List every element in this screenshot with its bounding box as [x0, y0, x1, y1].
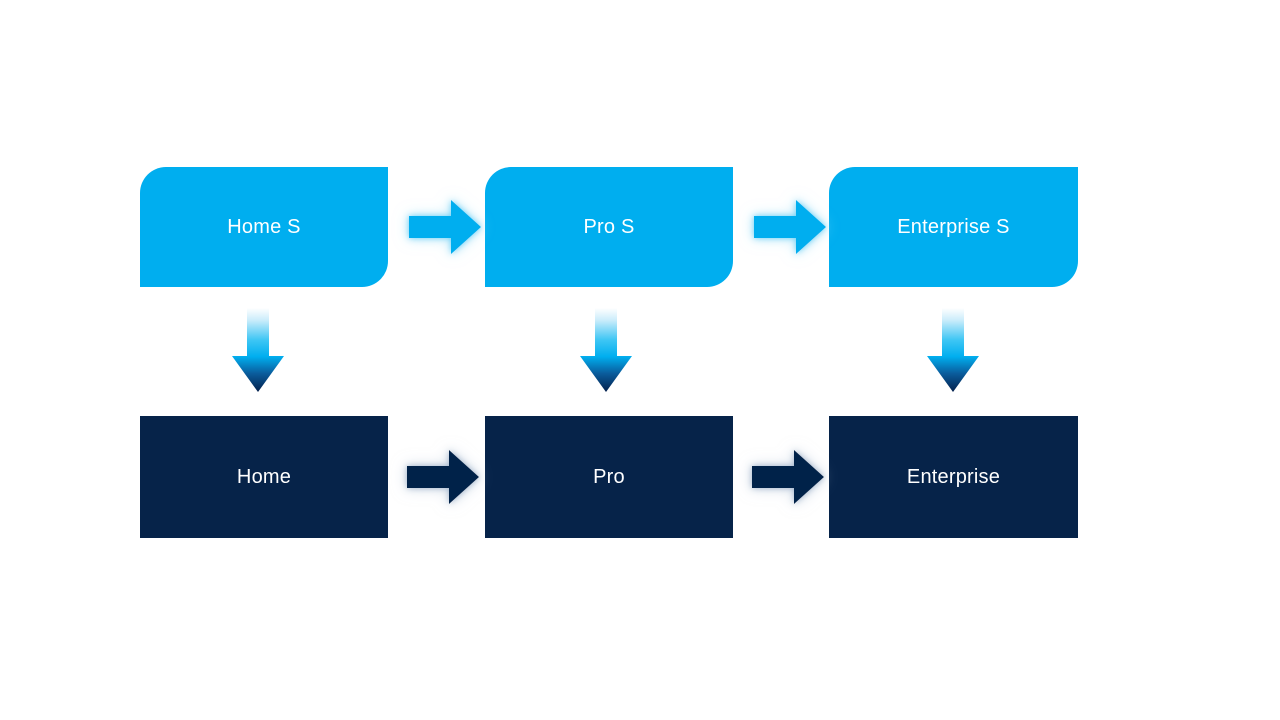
node-enterprise[interactable]: Enterprise — [829, 416, 1078, 538]
node-pro-s[interactable]: Pro S — [485, 167, 733, 287]
node-home[interactable]: Home — [140, 416, 388, 538]
arrow-right-pro-to-enterprise — [750, 446, 826, 508]
node-label: Enterprise S — [897, 216, 1010, 238]
node-label: Enterprise — [906, 466, 1001, 488]
node-label: Pro S — [583, 216, 635, 238]
arrow-down-home-s-to-home — [230, 308, 286, 394]
arrow-right-pro-s-to-enterprise-s — [752, 196, 828, 258]
arrow-right-home-s-to-pro-s — [407, 196, 483, 258]
node-pro[interactable]: Pro — [485, 416, 733, 538]
node-enterprise-s[interactable]: Enterprise S — [829, 167, 1078, 287]
node-label: Home S — [227, 216, 301, 238]
arrow-right-home-to-pro — [405, 446, 481, 508]
node-home-s[interactable]: Home S — [140, 167, 388, 287]
arrow-down-enterprise-s-to-enterprise — [925, 308, 981, 394]
arrow-down-pro-s-to-pro — [578, 308, 634, 394]
node-label: Pro — [593, 466, 625, 488]
node-label: Home — [236, 466, 292, 488]
